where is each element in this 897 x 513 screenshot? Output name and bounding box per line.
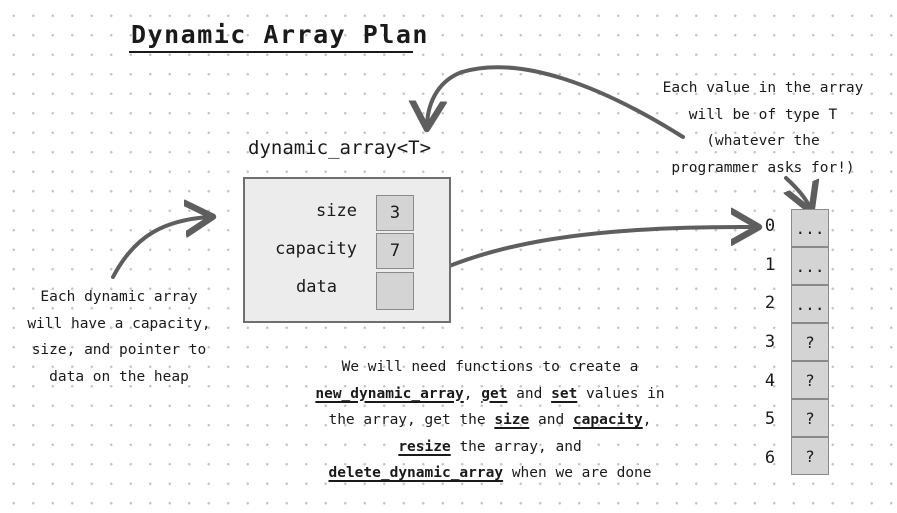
note-text: We will need functions to create a	[341, 359, 639, 375]
function-name: get	[481, 385, 508, 402]
note-line: programmer asks for!)	[671, 159, 855, 176]
note-text: ,	[642, 412, 652, 428]
array-cell: ...	[791, 247, 829, 285]
function-name: capacity	[572, 412, 643, 428]
array-cell: ?	[791, 323, 829, 361]
struct-box	[243, 177, 451, 323]
note-line: will have a capacity,	[27, 315, 211, 332]
capacity-value-cell: 7	[376, 233, 414, 269]
note-text: values in	[586, 385, 665, 402]
array-index: 2	[764, 293, 776, 313]
note-line: (whatever the	[706, 133, 820, 149]
function-name: resize	[398, 438, 451, 455]
array-cell: ...	[791, 209, 829, 247]
title-underline	[129, 51, 413, 53]
array-index: 3	[764, 332, 776, 352]
function-name: delete_dynamic_array	[328, 465, 504, 481]
note-text: the array, and	[459, 438, 582, 455]
data-pointer-cell	[376, 272, 414, 310]
size-value-cell: 3	[376, 195, 414, 231]
size-field-label: size	[316, 201, 357, 221]
note-line: size, and pointer to	[31, 342, 207, 358]
function-name: set	[551, 385, 578, 402]
function-name: new_dynamic_array	[315, 385, 464, 402]
array-index: 0	[764, 216, 776, 236]
element-arrow	[786, 176, 810, 208]
note-text: ,	[463, 385, 473, 402]
array-index: 5	[764, 409, 776, 429]
note-line: We will need functions to create a	[290, 354, 690, 381]
capacity-field-label: capacity	[275, 239, 357, 259]
note-line: will be of type T	[688, 106, 838, 123]
note-text: and	[538, 412, 565, 428]
array-cell: ?	[791, 437, 829, 475]
note-text: the array, get the	[328, 412, 486, 428]
note-line: the array, get the size and capacity,	[290, 407, 690, 434]
note-line: resize the array, and	[290, 434, 690, 461]
right-note: Each value in the array will be of type …	[645, 75, 881, 181]
left-note: Each dynamic array will have a capacity,…	[8, 284, 230, 390]
note-line: Each dynamic array	[40, 289, 198, 305]
diagram-title: Dynamic Array Plan	[131, 20, 429, 49]
struct-label: dynamic_array<T>	[248, 137, 432, 159]
note-line: new_dynamic_array, get and set values in	[290, 381, 690, 408]
array-cell: ...	[791, 285, 829, 323]
note-line: data on the heap	[49, 368, 189, 385]
note-line: Each value in the array	[662, 80, 864, 96]
note-line: delete_dynamic_array when we are done	[290, 460, 690, 487]
bottom-note: We will need functions to create a new_d…	[290, 354, 690, 487]
function-name: size	[494, 412, 530, 428]
array-index: 1	[764, 255, 776, 275]
note-text: when we are done	[511, 465, 652, 481]
array-cell: ?	[791, 361, 829, 399]
data-field-label: data	[296, 277, 337, 297]
note-text: and	[516, 385, 543, 402]
type-arrow	[427, 65, 685, 139]
array-index: 6	[764, 448, 776, 468]
array-cell: ?	[791, 399, 829, 437]
left-note-arrow	[111, 217, 209, 279]
array-index: 4	[764, 371, 776, 391]
